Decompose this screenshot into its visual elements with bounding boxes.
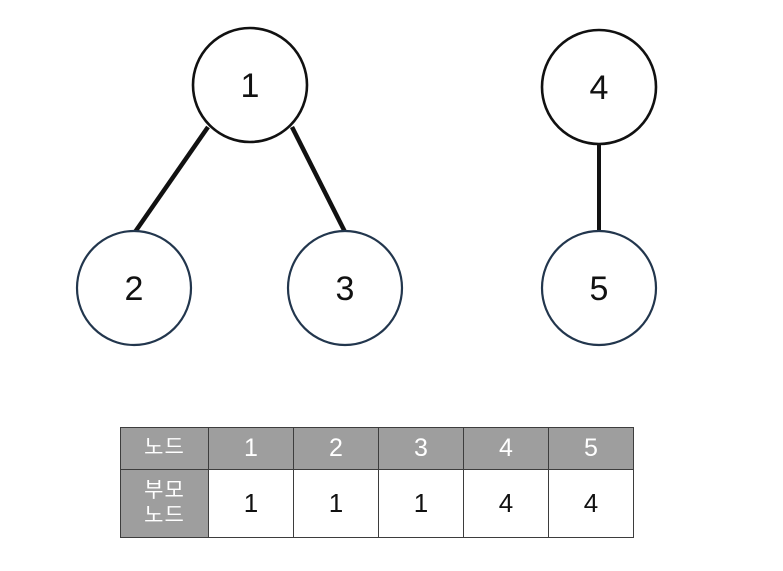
parent-value-cell-5: 4 <box>548 469 634 538</box>
row-header-parent-node: 부모 노드 <box>120 469 209 538</box>
parent-value-cell-4: 4 <box>463 469 549 538</box>
node-id-cell-2: 2 <box>293 427 379 470</box>
parent-value-cell-3: 1 <box>378 469 464 538</box>
edge-node1-node3 <box>289 125 348 234</box>
row-header-node: 노드 <box>120 427 209 470</box>
graph-node-4[interactable]: 4 <box>540 28 658 146</box>
node-4-circle <box>540 28 658 146</box>
node-id-cell-1: 1 <box>208 427 294 470</box>
row-header-parent-line2: 노드 <box>144 503 185 527</box>
table-row-node-ids: 노드 1 2 3 4 5 <box>120 427 634 470</box>
node-id-cell-3: 3 <box>378 427 464 470</box>
parent-value-cell-1: 1 <box>208 469 294 538</box>
parent-node-table: 노드 1 2 3 4 5 부모 노드 1 1 1 4 4 <box>120 427 634 538</box>
node-2-label: 2 <box>125 270 144 308</box>
graph-node-3[interactable]: 3 <box>286 229 404 347</box>
node-5-circle <box>540 229 658 347</box>
node-5-label: 5 <box>590 270 609 308</box>
node-3-label: 3 <box>336 270 355 308</box>
node-1-label: 1 <box>241 67 260 105</box>
parent-value-cell-2: 1 <box>293 469 379 538</box>
node-1-circle <box>191 26 309 144</box>
edge-group <box>133 125 601 234</box>
edge-node1-node2 <box>133 125 210 234</box>
table-row-parent-ids: 부모 노드 1 1 1 4 4 <box>120 469 634 538</box>
row-header-parent-line1: 부모 <box>144 478 185 502</box>
node-3-circle <box>286 229 404 347</box>
node-4-label: 4 <box>590 69 609 107</box>
graph-node-1[interactable]: 1 <box>191 26 309 144</box>
node-id-cell-4: 4 <box>463 427 549 470</box>
node-2-circle <box>75 229 193 347</box>
graph-node-2[interactable]: 2 <box>75 229 193 347</box>
node-id-cell-5: 5 <box>548 427 634 470</box>
graph-node-5[interactable]: 5 <box>540 229 658 347</box>
